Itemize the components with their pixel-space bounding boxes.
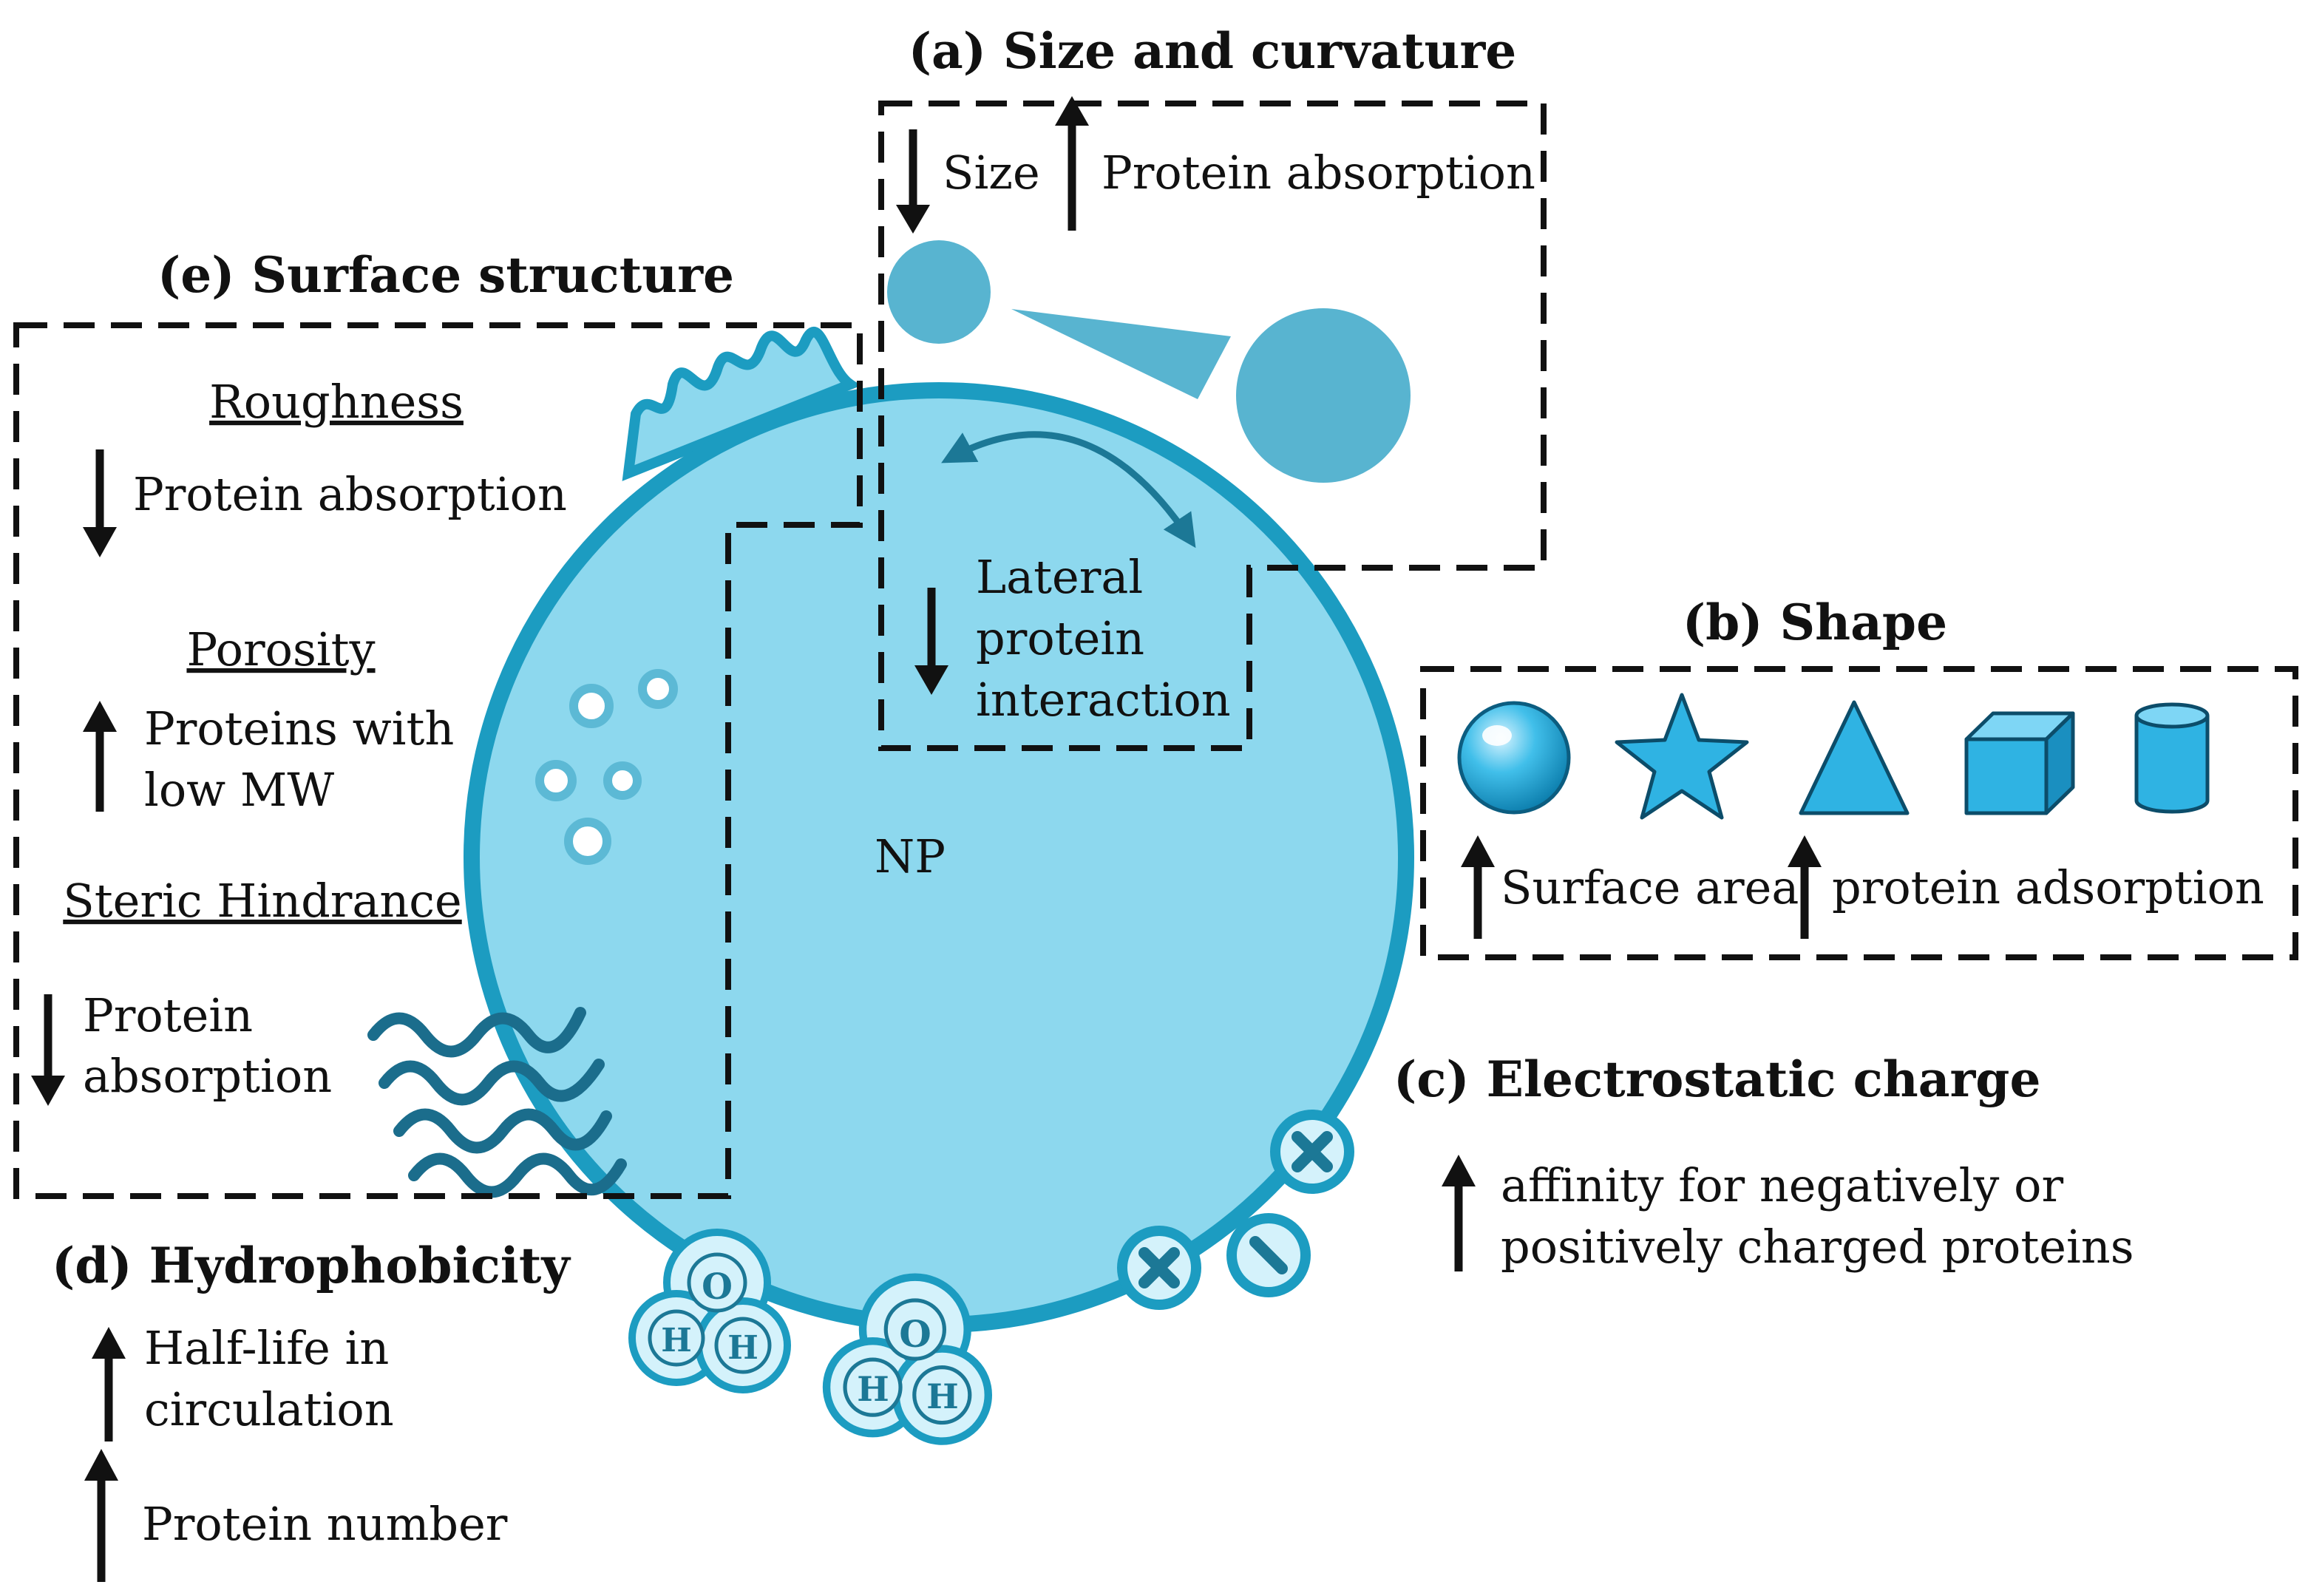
arrow-down-icon <box>896 129 930 234</box>
surface-area-label: Surface area <box>1501 860 1799 914</box>
protein-absorption-label: Protein absorption <box>1102 146 1535 200</box>
positive-charge-icon <box>1270 1110 1354 1194</box>
electrostatic-title: (c) Electrostatic charge <box>1394 1050 2040 1108</box>
polymer-chain <box>393 1108 612 1154</box>
pore <box>535 760 577 801</box>
protein-number-label: Protein number <box>142 1497 508 1551</box>
half-life-line-2: circulation <box>144 1382 394 1436</box>
arrow-up-icon <box>1788 835 1822 939</box>
arrow-up-icon <box>92 1327 126 1442</box>
polymer-chain <box>408 1152 627 1198</box>
electrostatic-line-2: positively charged proteins <box>1501 1220 2134 1274</box>
steric-heading: Steric Hindrance <box>63 874 461 928</box>
cylinder-icon <box>2134 702 2210 814</box>
steric-line-1: Protein <box>83 988 253 1042</box>
pore <box>569 684 614 728</box>
hydrophobicity-panel: O H H O H H (d) Hydrophobicity Half-life… <box>52 1232 988 1582</box>
lateral-label: Lateral <box>976 550 1143 604</box>
roughness-heading: Roughness <box>209 375 464 429</box>
size-label: Size <box>943 146 1040 200</box>
small-particle-shape <box>887 240 991 344</box>
lateral-interaction-arrow <box>941 431 1196 549</box>
oxygen-atom-label: O <box>702 1266 733 1308</box>
star-icon <box>1615 693 1749 820</box>
pore <box>638 669 678 709</box>
surface-structure-box <box>13 322 863 1199</box>
half-life-line-1: Half-life in <box>144 1321 389 1375</box>
hydrogen-atom-label: H <box>926 1376 958 1416</box>
arrow-up-icon <box>1461 835 1495 939</box>
porosity-line-1: Proteins with <box>144 702 454 755</box>
arrow-down-icon <box>914 588 948 695</box>
charges <box>1117 1110 1354 1310</box>
electrostatic-line-1: affinity for negatively or <box>1501 1158 2063 1212</box>
water-molecule: O H H <box>827 1277 988 1442</box>
arrow-up-icon <box>84 1449 118 1582</box>
sphere-icon <box>1457 701 1571 815</box>
nanoparticle: NP <box>367 327 1414 1333</box>
size-curvature-panel: (a) Size and curvature Size Protein abso… <box>878 22 1547 751</box>
arrow-up-icon <box>83 701 117 812</box>
size-curvature-title: (a) Size and curvature <box>909 22 1517 80</box>
hydrogen-atom-label: H <box>661 1322 692 1359</box>
negative-charge-icon <box>1226 1213 1311 1297</box>
cube-icon <box>1964 711 2075 815</box>
rough-surface-edge <box>622 327 861 481</box>
porosity-heading: Porosity <box>186 622 375 676</box>
hydrophobicity-title: (d) Hydrophobicity <box>52 1237 571 1294</box>
arrow-down-icon <box>83 449 117 557</box>
roughness-effect-label: Protein absorption <box>133 467 567 521</box>
surface-structure-panel: (e) Surface structure Roughness Protein … <box>13 246 863 1199</box>
protein-label: protein <box>976 611 1144 665</box>
porosity-line-2: low MW <box>144 763 334 817</box>
pore <box>564 818 611 865</box>
steric-line-2: absorption <box>83 1049 332 1103</box>
shape-title: (b) Shape <box>1683 594 1947 651</box>
polymer-chain <box>379 1059 605 1106</box>
arrow-up-icon <box>1055 96 1089 231</box>
water-molecule: O H H <box>632 1232 787 1390</box>
triangle-icon <box>1799 700 1910 815</box>
curvature-wedge-shape <box>1011 309 1231 399</box>
np-label: NP <box>875 829 946 883</box>
size-curvature-box <box>878 101 1547 751</box>
surface-structure-title: (e) Surface structure <box>157 246 734 304</box>
oxygen-atom-label: O <box>899 1312 931 1356</box>
polymer-chains <box>367 1007 627 1198</box>
positive-charge-icon <box>1117 1226 1201 1310</box>
polymer-chain <box>367 1007 586 1058</box>
pores <box>535 669 678 865</box>
large-particle-shape <box>1236 308 1411 483</box>
arrow-down-icon <box>31 994 65 1106</box>
electrostatic-panel: (c) Electrostatic charge affinity for ne… <box>1117 1050 2134 1310</box>
shape-box <box>1420 666 2298 960</box>
hydrogen-atom-label: H <box>857 1369 889 1409</box>
arrow-up-icon <box>1442 1155 1476 1271</box>
hydrogen-atom-label: H <box>727 1329 758 1367</box>
interaction-label: interaction <box>976 673 1231 727</box>
pore <box>603 761 642 800</box>
shape-panel: (b) Shape Surface area protein adsorptio… <box>1420 594 2298 960</box>
protein-adsorption-label: protein adsorption <box>1832 860 2264 914</box>
